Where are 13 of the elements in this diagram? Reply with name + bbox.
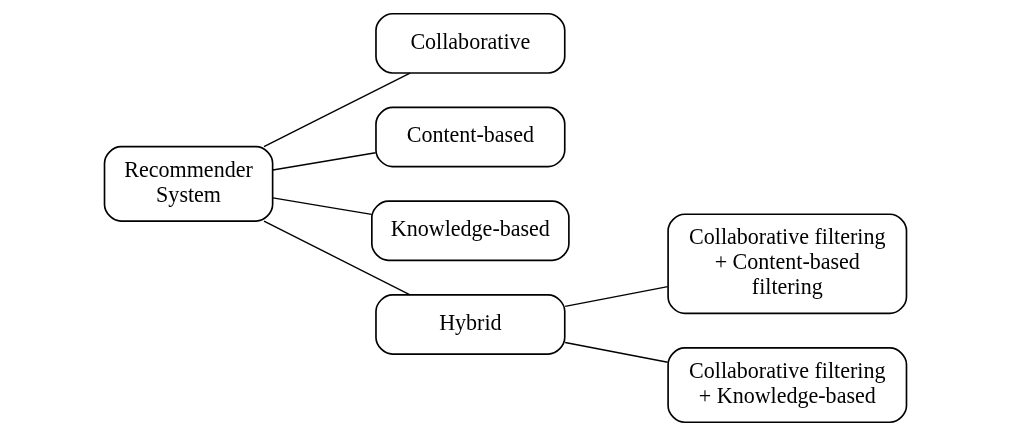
- connector: [564, 285, 669, 308]
- node-box: Collaborative filtering + Content-based filtering: [667, 213, 908, 315]
- connector: [272, 152, 377, 171]
- connector: [564, 341, 669, 363]
- node-box: Collaborative filtering + Knowledge-based: [667, 347, 908, 424]
- node-box: Content-based: [375, 106, 566, 168]
- connector: [272, 197, 373, 216]
- node-box: Hybrid: [375, 294, 566, 355]
- node-box: Recommender System: [103, 145, 274, 222]
- node-box: Knowledge-based: [371, 200, 570, 262]
- connector: [263, 220, 411, 296]
- node-box: Collaborative: [375, 12, 566, 74]
- connector: [263, 72, 411, 148]
